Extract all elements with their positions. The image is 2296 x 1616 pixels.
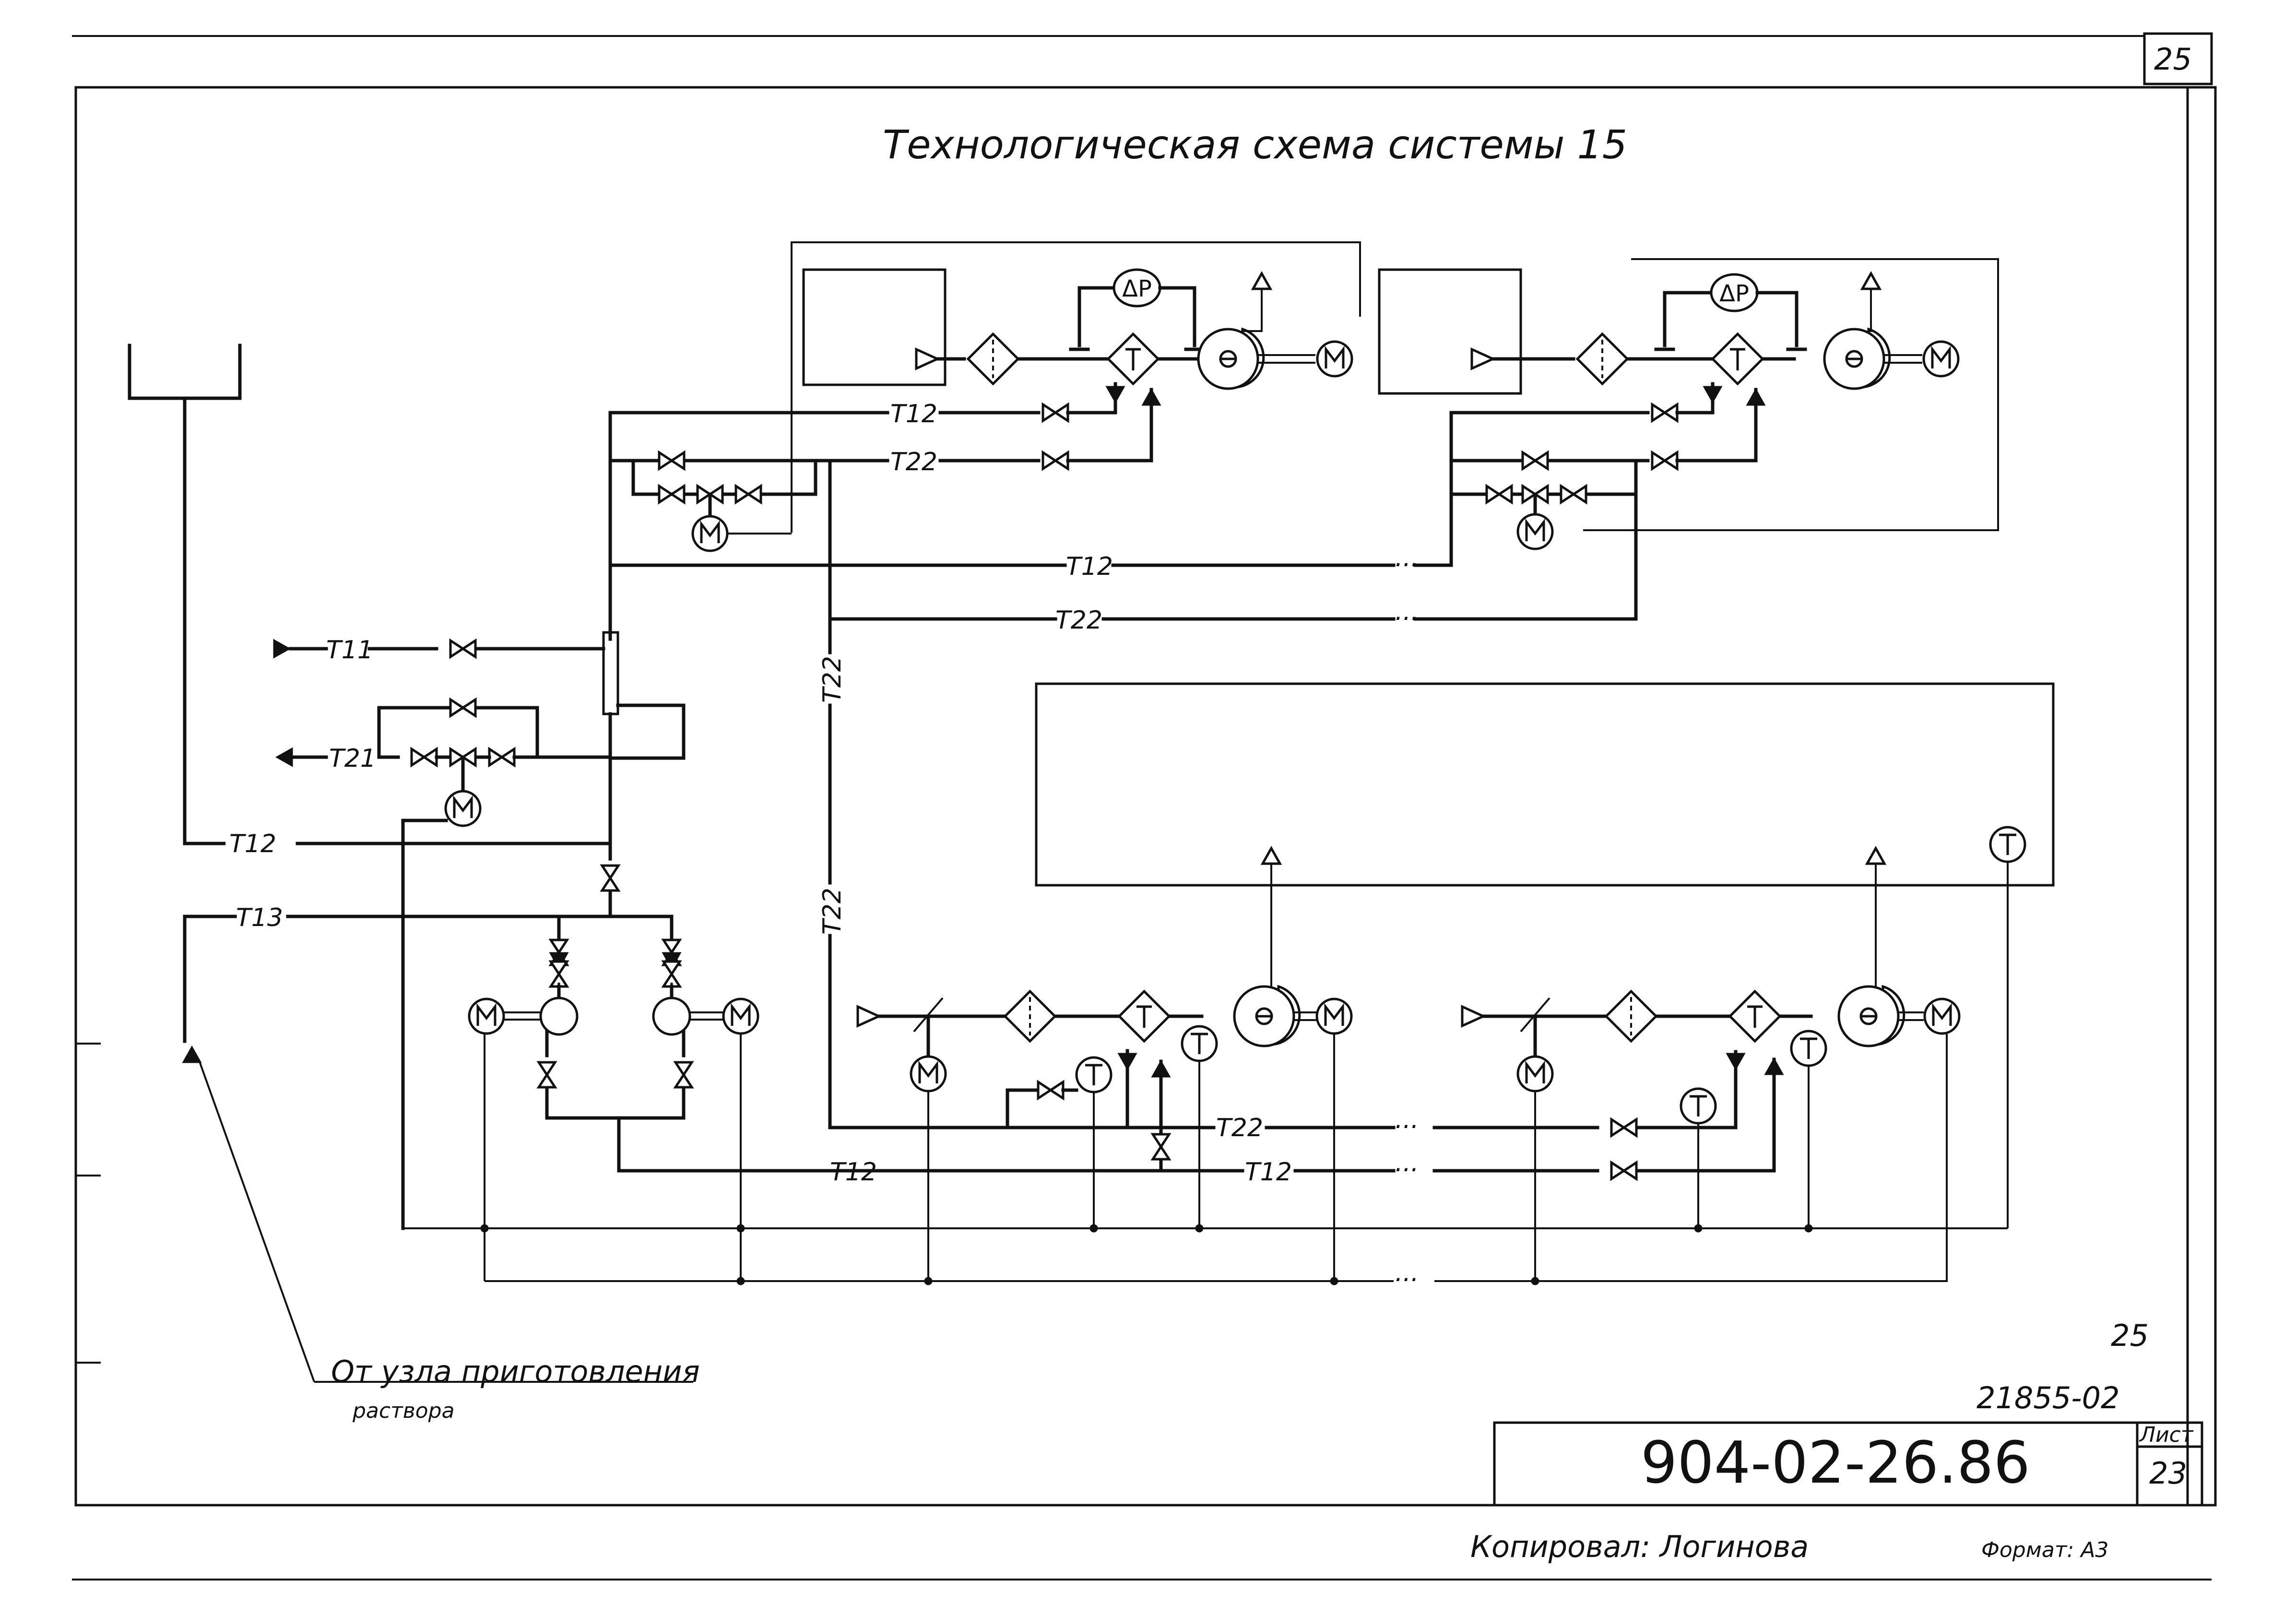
motor-icon: [1518, 1057, 1552, 1091]
source-note-line1: От узла приготовления: [331, 1354, 700, 1389]
motor-icon: [469, 999, 504, 1034]
air-unit-4: [1462, 848, 1959, 1173]
flow-arrow-icon: [858, 1007, 879, 1026]
temperature-sensor-icon: [1990, 827, 2025, 862]
filter-icon: [1606, 991, 1656, 1041]
motor-icon: [1924, 342, 1958, 376]
pipe-label-t22-vertical-1: T22: [818, 656, 847, 703]
pipe-label-t22-top: T22: [890, 448, 937, 476]
svg-text:ΔP: ΔP: [1122, 275, 1152, 302]
pump-station: [469, 915, 839, 1173]
motor-icon: [1925, 999, 1959, 1034]
motor-icon: [1317, 342, 1352, 376]
pump-icon: [541, 983, 577, 1034]
temperature-sensor-icon: [1077, 1058, 1111, 1092]
svg-text:ΔP: ΔP: [1719, 280, 1749, 307]
heat-exchanger-icon: [1119, 991, 1169, 1041]
pipe-label-t12-top: T12: [890, 400, 937, 428]
temperature-sensor-icon: [1791, 1031, 1826, 1066]
filter-icon: [968, 334, 1018, 384]
title-block: [1493, 1421, 2203, 1507]
pump-icon: [653, 983, 690, 1034]
page-title: Технологическая схема системы 15: [883, 122, 1627, 168]
motor-icon: [723, 999, 758, 1034]
page-number-top: 25: [2154, 42, 2192, 77]
fan-icon: [1824, 329, 1890, 389]
motor-icon: [911, 1057, 946, 1091]
fan-icon: [1234, 986, 1300, 1046]
mixing-unit: [602, 631, 619, 715]
motor-icon: [1518, 514, 1552, 549]
svg-text:···: ···: [1394, 605, 1418, 633]
temperature-sensor-icon: [1681, 1089, 1716, 1123]
pipe-label-t12-left: T12: [229, 830, 276, 858]
pipe-label-t12-lower-2: T12: [1245, 1158, 1292, 1187]
flow-arrow-icon: [1462, 1007, 1483, 1026]
heat-exchanger-icon: [1108, 334, 1158, 384]
fan-icon: [1198, 329, 1264, 389]
flow-arrow-icon: [276, 748, 293, 767]
temperature-sensor-icon: [1182, 1026, 1217, 1061]
pipe-label-t22-mid: T22: [1055, 606, 1102, 635]
pipe-label-t21: T21: [329, 744, 376, 773]
pipe-label-t11: T11: [326, 636, 373, 665]
source-note-line2: раствора: [352, 1399, 454, 1423]
sheet-number: 23: [2149, 1456, 2187, 1491]
flow-arrow-icon: [1862, 273, 1880, 289]
filter-icon: [1005, 991, 1055, 1041]
flow-arrow-icon: [1253, 273, 1270, 289]
flow-arrow-icon: [1867, 848, 1884, 864]
flow-arrow-icon: [1263, 848, 1280, 864]
pipe-label-t13: T13: [236, 903, 283, 932]
paper-format: Формат: А3: [1981, 1538, 2108, 1562]
archive-number: 21855-02: [1976, 1380, 2120, 1415]
svg-text:···: ···: [1394, 1113, 1418, 1141]
svg-text:···: ···: [1394, 1156, 1418, 1185]
air-unit-2: ΔP: [1378, 258, 1999, 531]
filter-icon: [1577, 334, 1627, 384]
motor-icon: [446, 791, 480, 826]
flow-arrow-icon: [916, 349, 937, 368]
motor-icon: [693, 516, 727, 551]
handwritten-page: 25: [2111, 1318, 2149, 1353]
heat-exchanger-icon: [1730, 991, 1780, 1041]
flow-arrow-icon: [1472, 349, 1493, 368]
copied-by: Копировал: Логинова: [1470, 1529, 1809, 1564]
air-unit-3: [858, 848, 1351, 1173]
tank-icon: [128, 344, 242, 400]
flow-arrow-icon: [273, 639, 290, 658]
fan-icon: [1839, 986, 1904, 1046]
pipe-label-t22-lower: T22: [1216, 1114, 1263, 1142]
flow-arrow-icon: [182, 1046, 201, 1063]
air-unit-1: ΔP: [791, 241, 1361, 533]
svg-text:···: ···: [1394, 1266, 1418, 1295]
drawing-frame: [72, 32, 2217, 1580]
svg-text:···: ···: [1394, 551, 1418, 580]
motor-icon: [1317, 999, 1351, 1034]
pipe-label-t22-vertical-2: T22: [818, 888, 847, 935]
pipe-label-t12-mid: T12: [1066, 552, 1113, 581]
heat-exchanger-icon: [1713, 334, 1763, 384]
served-room: [1035, 682, 2055, 887]
sheet-label: Лист: [2139, 1423, 2194, 1447]
drawing-number: 904-02-26.86: [1641, 1430, 2030, 1497]
